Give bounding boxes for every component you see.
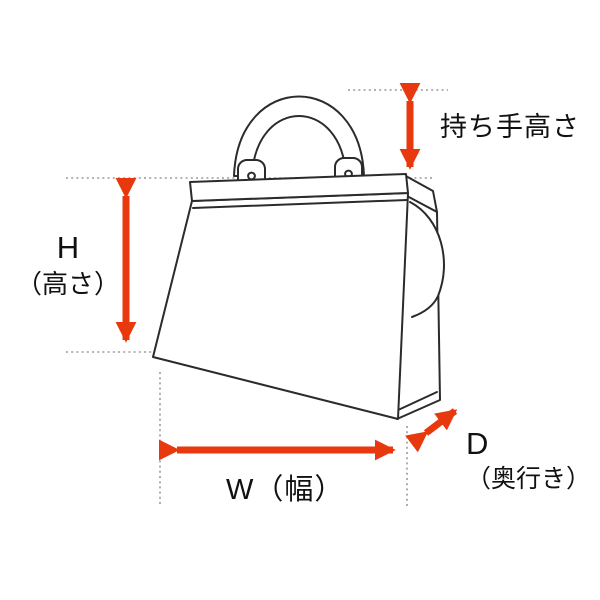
bag [152,95,445,420]
handle-height-label: 持ち手高さ [440,112,580,142]
bag-bottom-piping [395,391,438,412]
measurement-arrows [115,82,458,461]
depth-label-sub: （奥行き） [466,464,592,493]
bag-rivet-left [247,171,256,181]
depth-arrow [405,408,458,453]
bag-front-panel [152,192,409,420]
width-label: W（幅） [226,474,345,506]
height-label-sub: （高さ） [15,268,120,299]
height-label: H （高さ） [14,230,122,300]
height-label-letter: H [56,230,80,265]
bag-frame-front [189,173,409,202]
bag-frame-lip [192,199,408,209]
bag-gusset-flap [409,201,445,318]
depth-label-letter: D [466,426,489,461]
depth-label: D （奥行き） [466,426,591,493]
